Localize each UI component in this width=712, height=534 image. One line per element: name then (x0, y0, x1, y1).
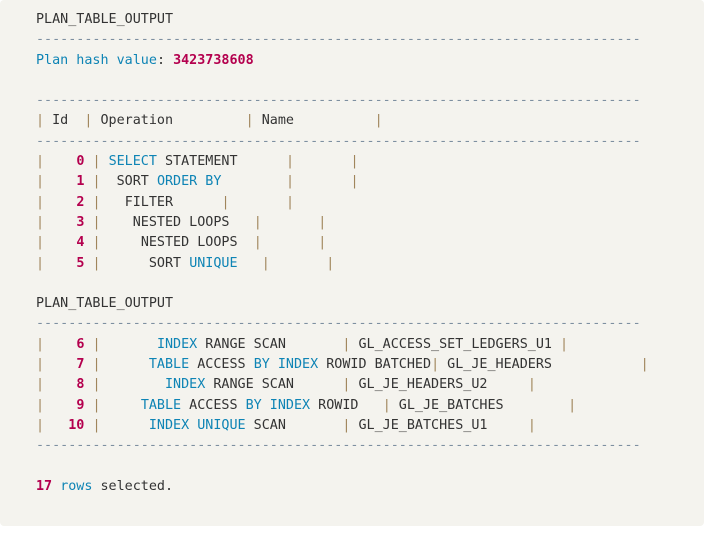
plan-row-1-name (294, 174, 350, 189)
plan-row-9-op-pad (359, 398, 383, 413)
plan-row-5-op-keyword: UNIQUE (189, 255, 238, 271)
table-header-pipe-left: | (36, 113, 45, 129)
plan-row-3-op: NESTED LOOPS (132, 214, 230, 230)
table-header-pipe-2: | (245, 113, 254, 129)
sql-output-code-block: PLAN_TABLE_OUTPUT ----------------------… (0, 0, 704, 526)
plan-row-9-op-mid: ACCESS (181, 397, 246, 413)
plan-row-7-op-mid: ACCESS (189, 357, 254, 373)
footer-row-count: 17 (36, 478, 53, 494)
plan-row-5-name (270, 256, 326, 271)
plan-row-9-indent (101, 398, 141, 413)
plan-row-3-indent (101, 215, 133, 230)
plan-row-8-op-keyword: INDEX (165, 377, 206, 393)
plan-row-7-op-keyword: TABLE (148, 357, 190, 373)
plan-row-10-name: GL_JE_BATCHES_U1 (350, 417, 528, 433)
plan-row-1-op-keyword: ORDER BY (156, 174, 222, 190)
plan-row-1-id: 1 (76, 174, 85, 190)
plan-row-0-name (294, 154, 350, 169)
plan-row-10-op-rest: SCAN (245, 417, 286, 433)
plan-row-8-op-rest: RANGE SCAN (205, 377, 294, 393)
plan-row-8-op-pad (294, 377, 342, 392)
horizontal-rule-2: ----------------------------------------… (36, 93, 641, 109)
plan-row-7-op-rest: ROWID BATCHED (318, 357, 432, 373)
plan-row-4-id: 4 (76, 235, 85, 251)
plan-row-2-indent (101, 195, 125, 210)
plan-row-10-indent (101, 418, 149, 433)
table-header-id: Id (44, 113, 85, 129)
plan-row-5-indent (101, 256, 149, 271)
plan-row-0-id: 0 (76, 154, 85, 170)
plan-table-listing: PLAN_TABLE_OUTPUT ----------------------… (36, 10, 704, 497)
plan-row-10-id: 10 (68, 417, 85, 433)
plan-row-5-op-pad (238, 256, 262, 271)
table-header-pipe-1: | (84, 113, 93, 129)
plan-table-output-header-1: PLAN_TABLE_OUTPUT (36, 12, 174, 27)
plan-hash-value: 3423738608 (173, 52, 254, 68)
footer-rows-word: rows (60, 478, 93, 494)
plan-row-9-op-rest: ROWID (310, 397, 359, 413)
plan-row-6-op-pad (286, 337, 342, 352)
plan-row-4-indent (101, 235, 141, 250)
plan-row-6-id: 6 (76, 336, 85, 352)
plan-row-6-op-keyword: INDEX (156, 336, 198, 352)
plan-row-10-op-pad (286, 418, 342, 433)
plan-hash-separator: : (156, 52, 174, 68)
plan-row-3-op-pad (230, 215, 254, 230)
table-header-operation: Operation (92, 113, 246, 129)
plan-table-output-header-2: PLAN_TABLE_OUTPUT (36, 296, 174, 312)
table-header-name: Name (253, 113, 375, 129)
plan-row-9-op-keyword: TABLE (140, 397, 182, 413)
plan-row-4-op-pad (238, 235, 254, 250)
plan-row-10-op-keyword: INDEX UNIQUE (148, 417, 246, 433)
plan-row-2-id: 2 (76, 194, 85, 210)
plan-row-3-id: 3 (76, 214, 85, 230)
plan-hash-label: Plan hash value (36, 52, 157, 68)
horizontal-rule-3: ----------------------------------------… (36, 133, 641, 149)
plan-row-7-op-keyword-2: BY INDEX (253, 357, 319, 373)
plan-row-2-op-pad (173, 195, 221, 210)
plan-row-2-op: FILTER (124, 194, 174, 210)
plan-row-9-name: GL_JE_BATCHES (390, 397, 569, 413)
plan-row-0-op-keyword: SELECT (108, 154, 157, 170)
plan-row-4-op: NESTED LOOPS (140, 235, 238, 251)
plan-row-6-name: GL_ACCESS_SET_LEDGERS_U1 (350, 336, 561, 352)
footer-selected-text: selected. (92, 478, 174, 494)
plan-row-3-name (262, 215, 318, 230)
plan-row-9-id: 9 (76, 397, 85, 413)
plan-row-0-indent (101, 154, 109, 169)
plan-row-8-name: GL_JE_HEADERS_U2 (350, 377, 528, 393)
blank-line-1 (36, 71, 704, 91)
horizontal-rule-5: ----------------------------------------… (36, 438, 641, 454)
plan-row-6-indent (101, 337, 157, 352)
horizontal-rule-4: ----------------------------------------… (36, 316, 641, 332)
plan-row-0-op-pad (238, 154, 286, 169)
plan-row-4-name (262, 235, 318, 250)
plan-row-7-indent (101, 357, 149, 372)
plan-row-7-name: GL_JE_HEADERS (439, 357, 641, 373)
plan-row-1-indent (101, 174, 117, 189)
plan-row-1-op-pre: SORT (116, 174, 157, 190)
plan-row-7-id: 7 (76, 357, 85, 373)
plan-row-1-op-pad (221, 174, 286, 189)
blank-line-2 (36, 274, 704, 294)
plan-row-6-op-rest: RANGE SCAN (197, 336, 286, 352)
plan-row-5-id: 5 (76, 255, 85, 271)
plan-row-9-op-keyword-2: BY INDEX (245, 397, 311, 413)
plan-row-2-name (230, 195, 286, 210)
plan-row-5-op-pre: SORT (148, 255, 190, 271)
plan-row-0-op-rest: STATEMENT (156, 154, 238, 170)
plan-row-8-id: 8 (76, 377, 85, 393)
blank-line-3 (36, 457, 704, 477)
table-header-pipe-3: | (374, 113, 383, 129)
plan-row-8-indent (101, 377, 166, 392)
horizontal-rule-1: ----------------------------------------… (36, 32, 641, 48)
